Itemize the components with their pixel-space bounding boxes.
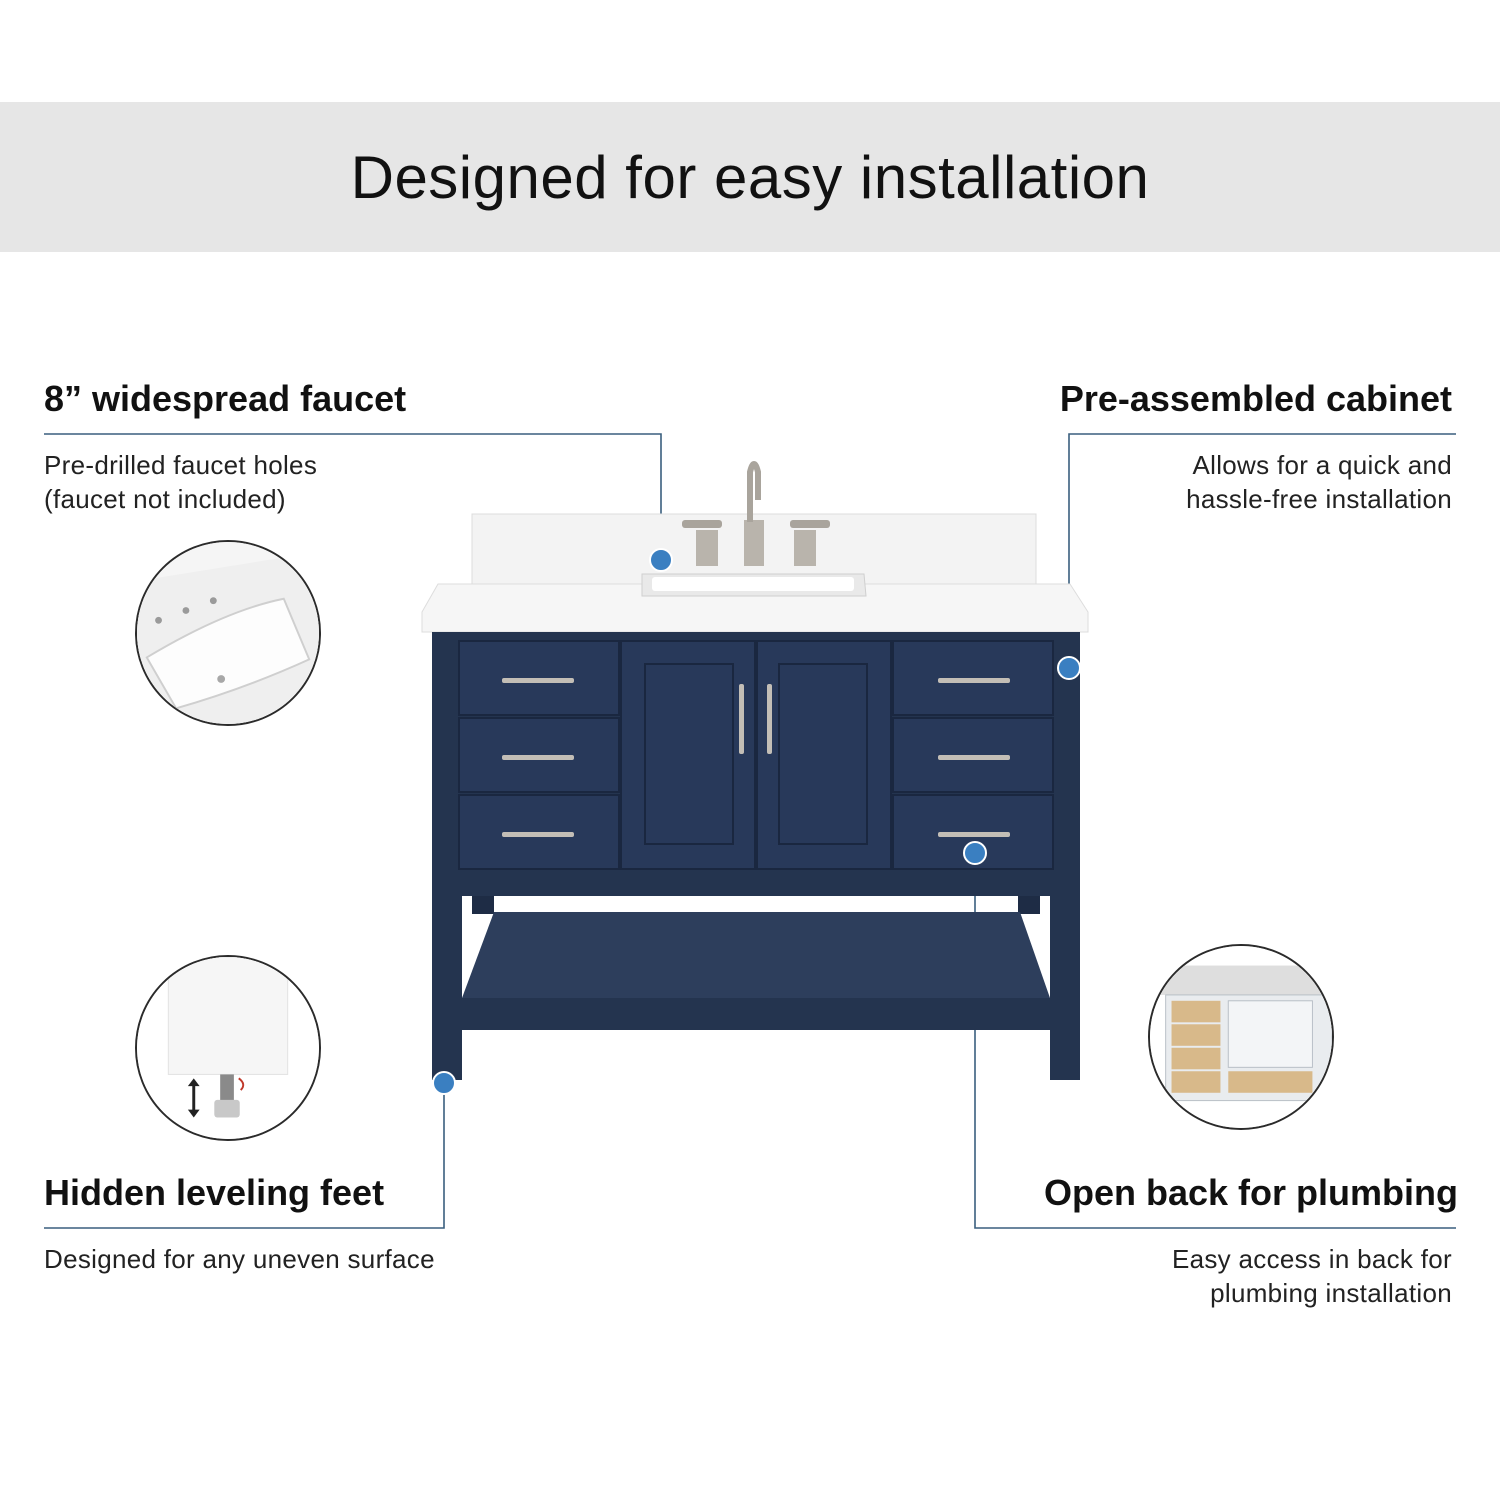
feet-callout-dot (432, 1071, 456, 1095)
cabinet-feature-title: Pre-assembled cabinet (1059, 378, 1452, 419)
faucet-feature-description: Pre-drilled faucet holes (faucet not inc… (44, 450, 318, 514)
feet-feature-title: Hidden leveling feet (44, 1172, 385, 1213)
cabinet-feature-description: Allows for a quick and hassle-free insta… (1186, 450, 1452, 514)
vanity-image (410, 440, 1100, 1100)
header-banner: Designed for easy installation (0, 102, 1500, 252)
faucet-callout-dot (649, 548, 673, 572)
feet-callout-line (44, 1083, 445, 1229)
undermount-sink-icon (135, 540, 321, 726)
leveling-foot-icon (135, 955, 321, 1141)
plumbing-feature-description: Easy access in back for plumbing install… (1171, 1244, 1452, 1308)
plumbing-callout-dot (963, 841, 987, 865)
plumbing-feature-title: Open back for plumbing (1043, 1172, 1458, 1213)
vanity-illustration (421, 461, 1089, 1080)
page-title: Designed for easy installation (350, 143, 1150, 211)
cabinet-callout-dot (1057, 656, 1081, 680)
open-back-cabinet-icon (1148, 944, 1334, 1130)
faucet-feature-title: 8” widespread faucet (44, 378, 407, 419)
feet-feature-description: Designed for any uneven surface (44, 1244, 435, 1274)
